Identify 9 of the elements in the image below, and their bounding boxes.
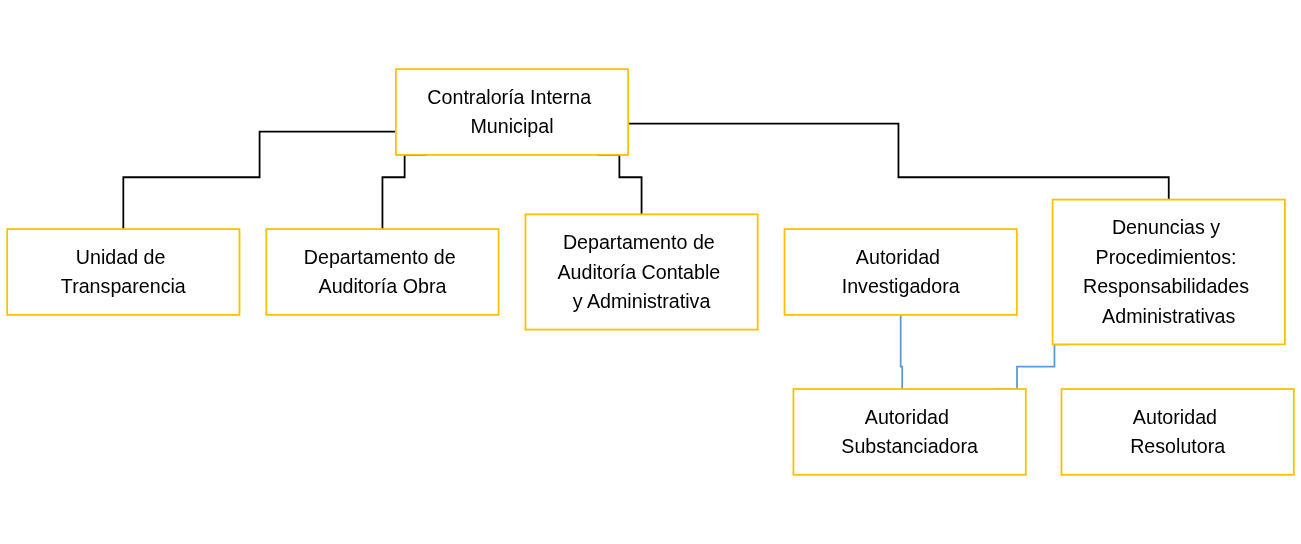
- node-box: Autoridad Resolutora: [1060, 388, 1295, 476]
- node-box: Departamento de Auditoría Obra: [265, 228, 500, 316]
- node-box: Denuncias y Procedimientos: Responsabilidades Administrativas: [1051, 198, 1286, 346]
- node-box: Unidad de Transparencia: [6, 228, 241, 316]
- node-box: Autoridad Substanciadora: [792, 388, 1027, 476]
- node-box: Departamento de Auditoría Contable y Administrativa: [524, 213, 759, 331]
- node-box: Contraloría Interna Municipal: [394, 68, 630, 156]
- node-box: Autoridad Investigadora: [783, 228, 1018, 316]
- connector: [899, 314, 905, 390]
